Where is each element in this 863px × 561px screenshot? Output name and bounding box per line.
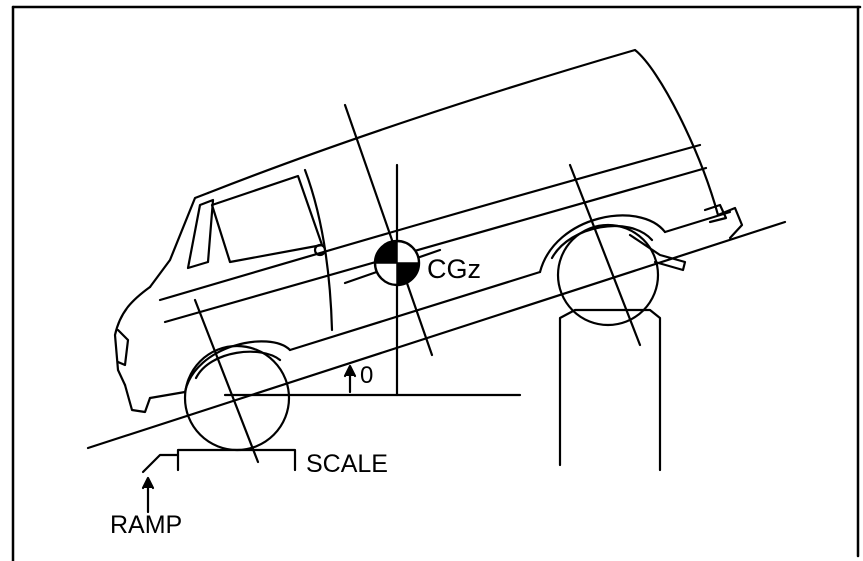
ramp-label: RAMP [110,511,183,539]
rear-wheel [556,163,687,347]
tilt-angle-label: 0 [360,362,374,389]
scale-platform [176,448,297,472]
angle-arrow [343,364,357,394]
center-of-gravity-symbol [373,239,421,287]
cg-label: CGz [427,254,481,284]
ramp-edge [141,453,180,474]
front-wheel [183,298,291,464]
cg-body-normal-line [343,103,434,357]
ramp-arrow [141,476,155,514]
scale-label: SCALE [306,450,388,478]
rear-support-stand [558,308,662,472]
van-body [113,48,744,414]
figure-border [11,5,862,561]
ramp-slope-line [86,220,787,450]
